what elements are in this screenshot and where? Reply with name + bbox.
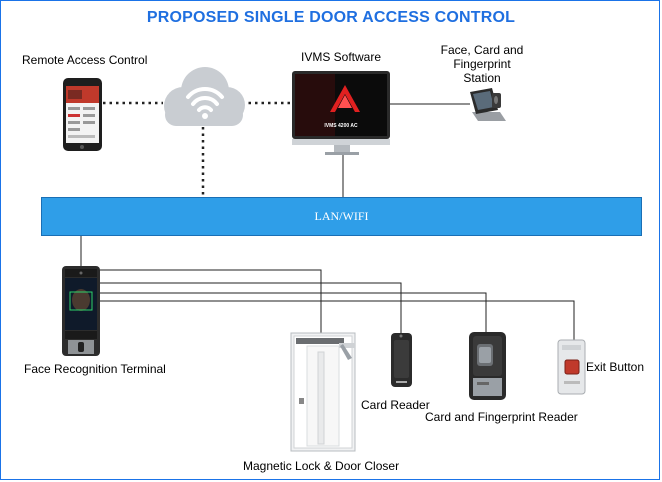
monitor-screen-text: IVMS 4200 AC — [324, 123, 358, 129]
card-reader-label: Card Reader — [361, 398, 430, 412]
station-label: Face, Card and Fingerprint Station — [441, 43, 524, 85]
ivms-label: IVMS Software — [300, 50, 382, 64]
terminal-fingerprint-link — [100, 292, 487, 332]
exit-button-label: Exit Button — [586, 360, 645, 374]
diagram-title: PROPOSED SINGLE DOOR ACCESS CONTROL — [146, 9, 516, 26]
remote-access-label: Remote Access Control — [22, 53, 148, 67]
mag-lock-label: Magnetic Lock & Door Closer — [243, 459, 400, 473]
terminal-exit-link — [100, 300, 575, 340]
face-terminal-label: Face Recognition Terminal — [24, 362, 166, 376]
terminal-lock-link — [100, 269, 322, 337]
station-label-line3: Station — [463, 71, 501, 85]
station-label-line1: Face, Card and — [440, 43, 524, 57]
card-fingerprint-label: Card and Fingerprint Reader — [425, 410, 578, 424]
lan-wifi-bar: LAN/WIFI — [41, 197, 642, 236]
lan-wifi-label: LAN/WIFI — [314, 209, 369, 223]
terminal-cardreader-link — [100, 282, 402, 333]
station-label-line2: Fingerprint — [453, 57, 511, 71]
